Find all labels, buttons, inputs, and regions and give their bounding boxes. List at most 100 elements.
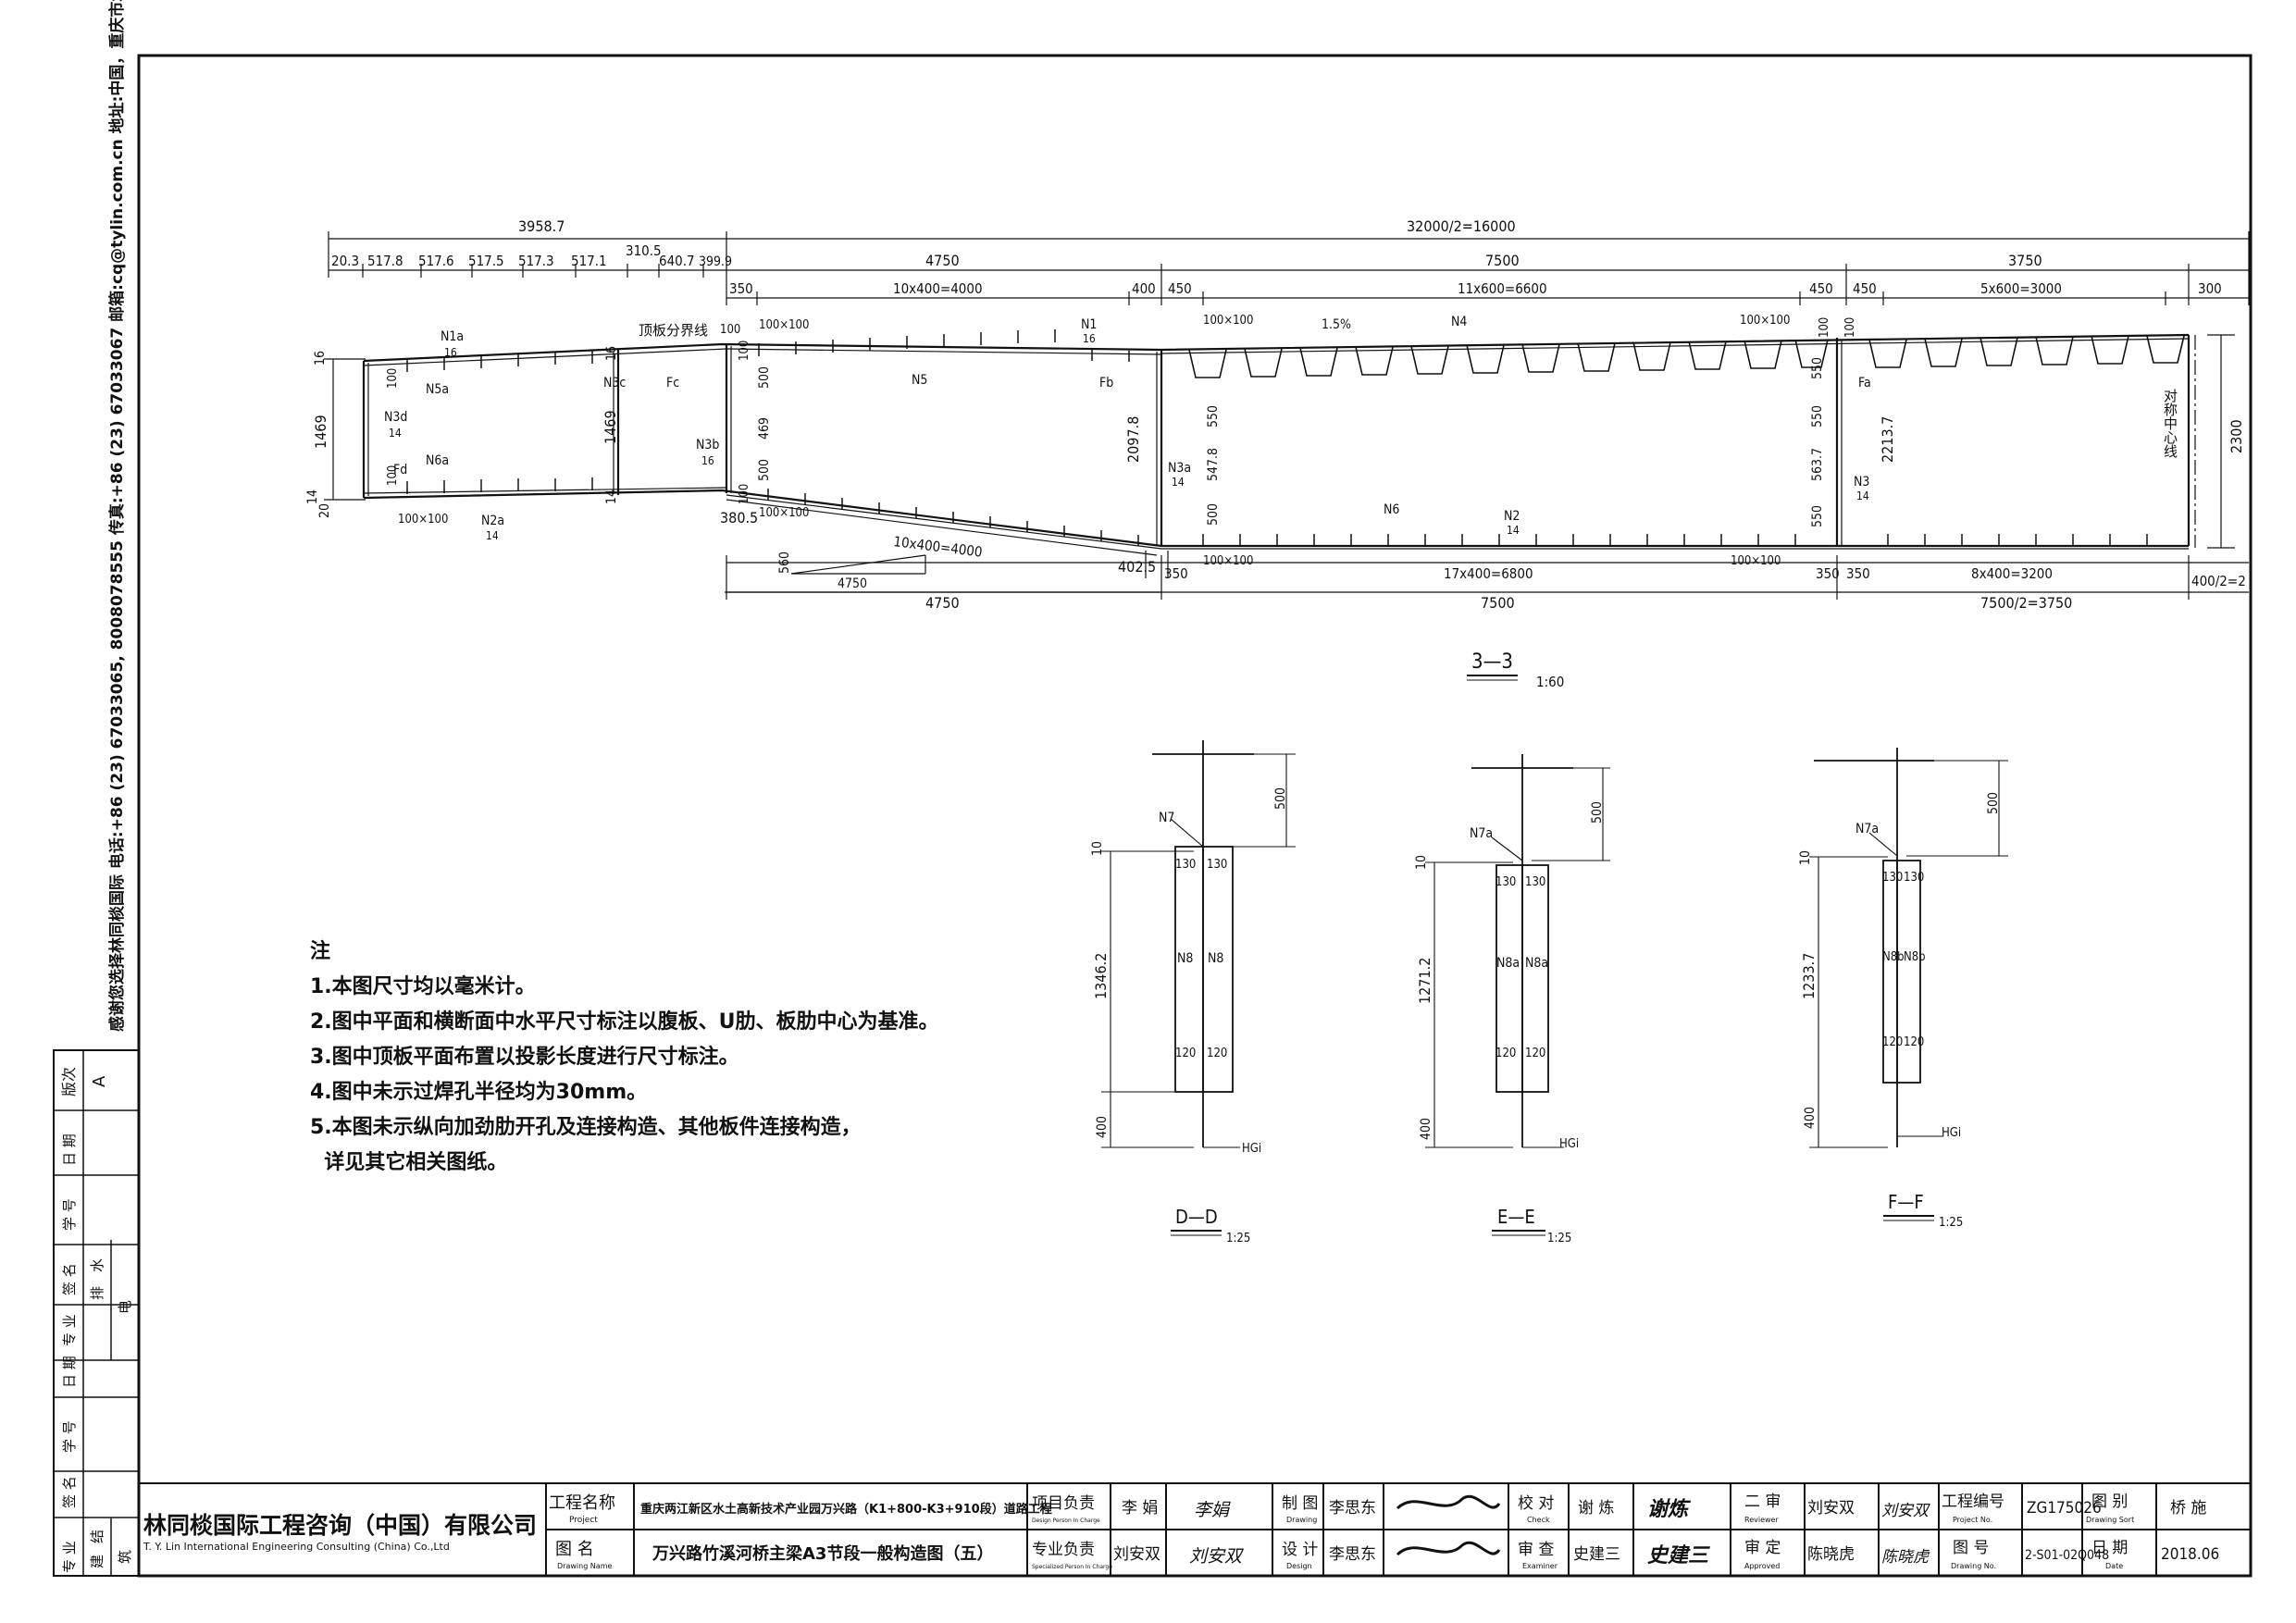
- date-value: 2018.06: [2161, 1545, 2219, 1564]
- label-N4: N4: [1451, 315, 1467, 329]
- label-N1: N1: [1081, 317, 1097, 332]
- label-Fb: Fb: [1099, 376, 1113, 390]
- side-date-label-2: 日 期: [61, 1356, 78, 1388]
- dim-v550a: 550: [1206, 405, 1221, 427]
- spec-sign: 刘安双: [1189, 1546, 1245, 1567]
- side-revision-label: 版次: [60, 1067, 78, 1096]
- dim-v100g: 100: [1843, 317, 1857, 338]
- dim-v100a: 100: [386, 368, 400, 389]
- dd-w1l: 130: [1175, 858, 1196, 872]
- ee-gap: 10: [1414, 855, 1429, 870]
- note-3: 3.图中顶板平面布置以投影长度进行尺寸标注。: [310, 1046, 739, 1069]
- dd-w1r: 130: [1207, 858, 1227, 872]
- note-4: 4.图中未示过焊孔半径均为30mm。: [310, 1081, 648, 1104]
- company-en: T. Y. Lin International Engineering Cons…: [143, 1541, 450, 1553]
- ff-bottom: 400: [1803, 1107, 1818, 1129]
- sort-label: 图 别: [2091, 1493, 2128, 1511]
- label-Fc: Fc: [666, 376, 679, 390]
- ee-plate-r: N8a: [1525, 956, 1548, 971]
- dim-v550b: 550: [1810, 357, 1825, 379]
- side-elec: 电: [117, 1300, 133, 1314]
- side-sign-label: 签 名: [61, 1263, 78, 1295]
- section-33-scale: 1:60: [1536, 674, 1564, 690]
- ee-hg: HGi: [1559, 1137, 1579, 1151]
- sort-value: 桥 施: [2170, 1499, 2206, 1518]
- dim-v100b: 100: [386, 465, 400, 486]
- dim-v100c: 100: [720, 323, 740, 337]
- label-N3c: N3c: [603, 376, 626, 390]
- u-ribs: [1188, 335, 2185, 378]
- ff-w1l: 130: [1882, 871, 1903, 885]
- ee-w1r: 130: [1525, 875, 1545, 889]
- label-boundary: 顶板分界线: [639, 322, 708, 339]
- draw-label-en: Drawing: [1286, 1516, 1317, 1524]
- dim-left-seg-5: 517.1: [571, 253, 607, 269]
- ee-top: 500: [1590, 801, 1605, 824]
- review-name: 刘安双: [1807, 1499, 1855, 1518]
- ee-height: 1271.2: [1416, 958, 1433, 1004]
- detail-f-f: 500 10 1233.7 400 N7a N8b N8b 130 130 12…: [1798, 748, 2008, 1230]
- dim-slope-h: 560: [777, 551, 792, 574]
- ff-w2r: 120: [1904, 1035, 1924, 1049]
- side-discipline-label-2: 专 业: [61, 1541, 78, 1573]
- design-label-en: Design: [1286, 1562, 1312, 1570]
- drawing-label: 图 名: [555, 1540, 594, 1559]
- ff-gap: 10: [1798, 850, 1813, 865]
- date-label-en: Date: [2105, 1562, 2123, 1570]
- dim-mid-sub-1: 10x400=4000: [893, 280, 983, 297]
- dim-v16b: 16: [604, 346, 619, 361]
- dim-left-seg-4: 517.3: [518, 253, 554, 269]
- projno: ZG175026: [2027, 1499, 2102, 1518]
- label-hole-3: 100×100: [759, 506, 809, 520]
- label-N5: N5: [912, 373, 927, 388]
- label-N1-t: 16: [1083, 332, 1096, 345]
- label-N2: N2: [1504, 509, 1520, 524]
- section-33-title: 3—3: [1471, 650, 1513, 674]
- check-label: 校 对: [1518, 1494, 1554, 1513]
- draw-label: 制 图: [1282, 1494, 1318, 1513]
- notes: 注 1.本图尺寸均以毫米计。 2.图中平面和横断面中水平尺寸标注以腹板、U肋、板…: [310, 935, 958, 1181]
- label-centerline: 对称中心线: [2162, 389, 2178, 458]
- label-hole-4: 100×100: [1203, 314, 1253, 328]
- ff-scale: 1:25: [1939, 1216, 1963, 1230]
- dim-v500c: 500: [1206, 503, 1221, 526]
- dim-bot-row2-0: 4750: [925, 594, 960, 612]
- note-1: 1.本图尺寸均以毫米计。: [310, 975, 536, 998]
- check-name: 谢 炼: [1578, 1499, 1614, 1518]
- pm-label: 项目负责: [1032, 1494, 1095, 1513]
- label-hole-6: 100×100: [1740, 314, 1790, 328]
- drawing-name: 万兴路竹溪河桥主梁A3节段一般构造图（五）: [652, 1543, 993, 1564]
- label-N2-t: 14: [1507, 524, 1520, 537]
- dim-v2097: 2097.8: [1124, 416, 1142, 463]
- project-label: 工程名称: [549, 1493, 615, 1513]
- spec-name: 刘安双: [1113, 1545, 1160, 1564]
- label-N3a-t: 14: [1172, 476, 1185, 489]
- dim-total-left: 3958.7: [518, 217, 565, 235]
- label-N3: N3: [1854, 475, 1869, 489]
- dim-bot-row1-4: 8x400=3200: [1971, 565, 2053, 582]
- dim-right2-top: 3750: [2008, 252, 2042, 269]
- dd-gap: 10: [1090, 841, 1105, 856]
- dim-right1-sub-0: 450: [1168, 280, 1192, 297]
- date-label: 日 期: [2091, 1539, 2128, 1557]
- side-date-label: 日 期: [61, 1134, 78, 1166]
- label-hole-2: 100×100: [759, 318, 809, 332]
- dd-plate-r: N8: [1208, 951, 1223, 966]
- drawing-border: [137, 54, 2253, 1578]
- side-revision-value: A: [90, 1075, 109, 1087]
- ff-w2l: 120: [1882, 1035, 1903, 1049]
- dim-v547: 547.8: [1206, 448, 1221, 481]
- dim-v20: 20: [317, 503, 332, 518]
- dim-v2213: 2213.7: [1879, 416, 1896, 463]
- dd-hg: HGi: [1242, 1142, 1261, 1156]
- dim-bot-row1-0: 350: [1164, 565, 1188, 582]
- side-table: [53, 1049, 140, 1577]
- drawno-label-en: Drawing No.: [1951, 1562, 1996, 1570]
- spec-label-en: Specialized Person In Charge: [1032, 1564, 1112, 1570]
- approve-sign: 陈晓虎: [1881, 1548, 1930, 1567]
- dim-v563: 563.7: [1810, 448, 1825, 481]
- exam-label-en: Examiner: [1522, 1562, 1558, 1570]
- dim-right2-sub-0: 450: [1853, 280, 1877, 297]
- drawno: 2-S01-02Q048: [2025, 1548, 2109, 1563]
